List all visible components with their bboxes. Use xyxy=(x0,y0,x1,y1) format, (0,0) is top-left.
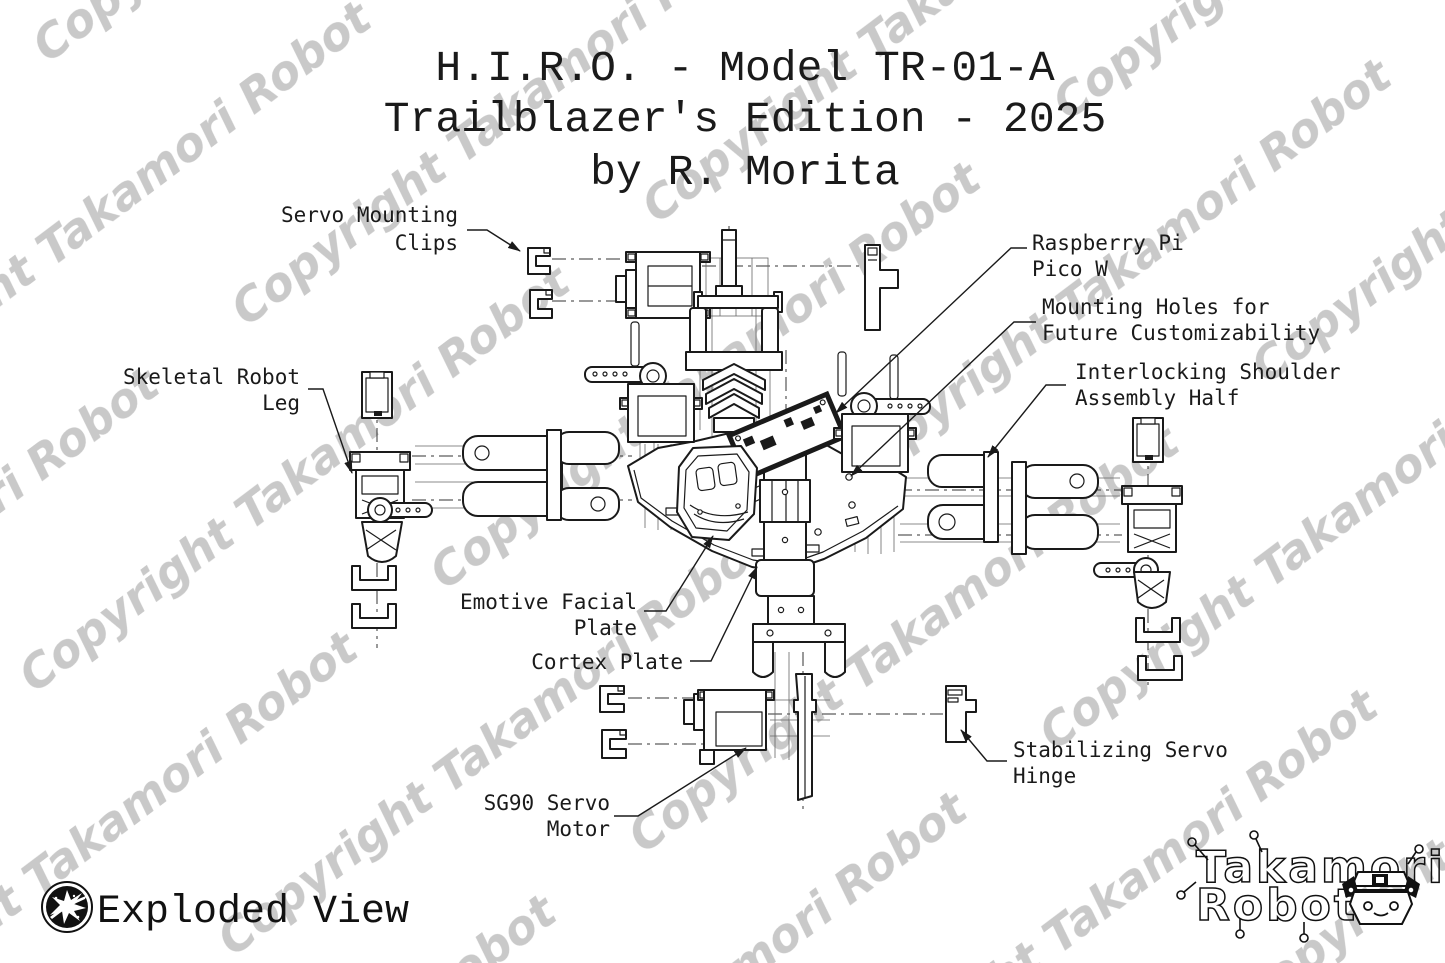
skeletal-robot-leg-left xyxy=(349,451,433,563)
view-label: Exploded View xyxy=(97,890,409,935)
left-leg-cap xyxy=(361,371,393,419)
label-shoulder-half-2: Assembly Half xyxy=(1075,386,1239,410)
servo-mounting-clip-bottom-1 xyxy=(599,685,625,713)
label-stabilizing-hinge-1: Stabilizing Servo xyxy=(1013,738,1228,762)
view-legend: Exploded View xyxy=(41,881,409,935)
takamori-robot-logo: Takamori Robot xyxy=(1176,830,1444,943)
servo-mounting-clip-bottom-2 xyxy=(601,729,627,759)
interlocking-shoulder-half-2 xyxy=(1011,461,1099,555)
servo-mounting-clip-top-2 xyxy=(529,289,553,319)
label-servo-mounting-clips-2: Clips xyxy=(395,231,458,255)
right-foot-bracket-2 xyxy=(1137,655,1183,681)
label-skeletal-robot-leg-1: Skeletal Robot xyxy=(123,365,300,389)
leader-lines xyxy=(308,229,1066,817)
head-servo-motor xyxy=(615,251,711,319)
top-bracket-tab xyxy=(864,244,899,331)
left-mid-servo-motor xyxy=(584,362,703,443)
label-sg90-servo-1: SG90 Servo xyxy=(484,791,610,815)
title-line-3: by R. Morita xyxy=(590,148,900,197)
skeletal-robot-leg-right xyxy=(1093,485,1183,609)
left-yoke-clevis-2 xyxy=(546,429,620,521)
label-emotive-facial-plate-2: Plate xyxy=(574,616,637,640)
label-emotive-facial-plate-1: Emotive Facial xyxy=(460,590,637,614)
label-sg90-servo-2: Motor xyxy=(547,817,610,841)
alignment-pins xyxy=(630,321,899,400)
head-neck-assembly xyxy=(685,229,783,433)
label-mounting-holes-2: Future Customizability xyxy=(1042,321,1320,345)
sg90-servo-motor xyxy=(683,689,775,765)
left-foot-bracket-2 xyxy=(351,603,397,629)
right-foot-bracket-1 xyxy=(1135,617,1181,643)
label-shoulder-half-1: Interlocking Shoulder xyxy=(1075,360,1341,384)
starburst-icon xyxy=(41,881,93,933)
label-stabilizing-hinge-2: Hinge xyxy=(1013,764,1076,788)
right-leg-cap xyxy=(1132,417,1164,463)
logo-word-robot: Robot xyxy=(1196,880,1358,931)
emotive-facial-plate xyxy=(676,445,758,541)
future-mounting-hole xyxy=(845,473,853,481)
hip-blade-link xyxy=(793,673,817,801)
label-cortex-plate: Cortex Plate xyxy=(531,650,683,674)
label-mounting-holes-1: Mounting Holes for xyxy=(1042,295,1270,319)
title-block: H.I.R.O. - Model TR-01-A Trailblazer's E… xyxy=(384,44,1107,197)
label-skeletal-robot-leg-2: Leg xyxy=(262,391,300,415)
label-raspberry-pi-1: Raspberry Pi xyxy=(1032,231,1184,255)
part-labels: Servo Mounting Clips Skeletal Robot Leg … xyxy=(123,203,1341,841)
stabilizing-servo-hinge xyxy=(945,685,977,743)
title-line-1: H.I.R.O. - Model TR-01-A xyxy=(435,44,1054,93)
title-line-2: Trailblazer's Edition - 2025 xyxy=(384,95,1107,144)
samurai-robot-head-icon xyxy=(1342,871,1420,925)
torso-spine-column xyxy=(755,451,815,625)
pelvis-bracket xyxy=(752,623,846,678)
logo-circuit-decoration xyxy=(1176,830,1424,943)
right-mid-servo-motor xyxy=(833,392,931,473)
label-raspberry-pi-2: Pico W xyxy=(1032,257,1108,281)
label-servo-mounting-clips-1: Servo Mounting xyxy=(281,203,458,227)
servo-mounting-clip-top-1 xyxy=(527,247,551,275)
left-foot-bracket-1 xyxy=(351,565,397,591)
interlocking-shoulder-half-1 xyxy=(927,451,999,543)
